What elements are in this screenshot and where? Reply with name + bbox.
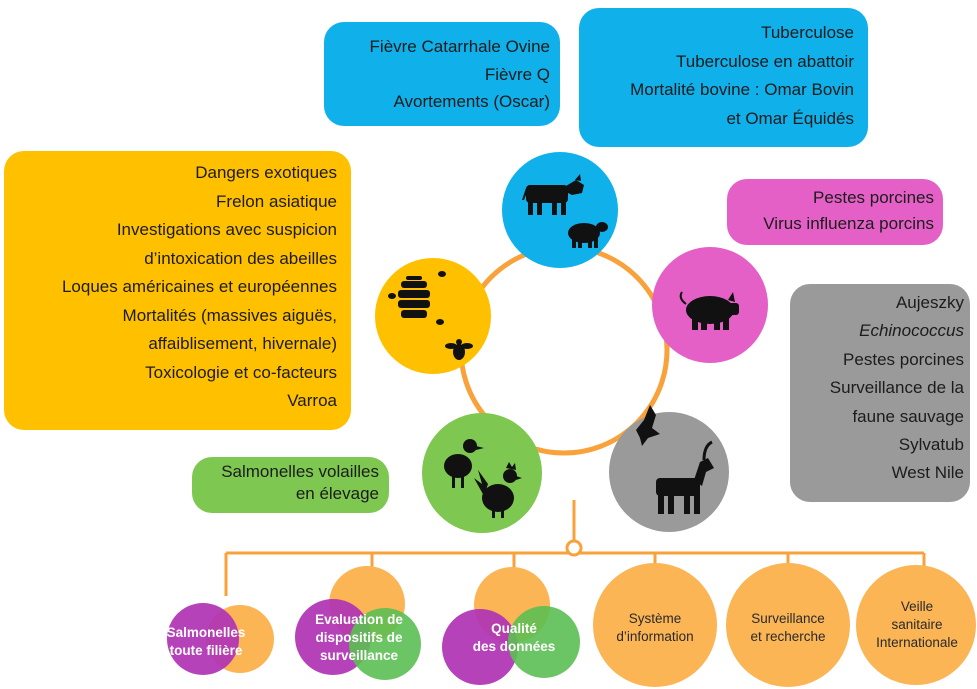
box-line: Frelon asiatique — [216, 191, 337, 211]
label-surveillance: Surveillance et recherche — [730, 610, 846, 646]
surveillance-circle — [726, 563, 850, 687]
box-line: Surveillance de la — [829, 378, 964, 398]
label-qualite: Qualité des données — [456, 620, 572, 656]
bee-icon — [388, 271, 473, 360]
evaluation-green-circle — [349, 608, 421, 680]
branch-node — [565, 539, 583, 557]
bird-icon — [636, 405, 660, 446]
box-line: Avortements (Oscar) — [393, 92, 550, 111]
qualite-purple-circle — [442, 609, 518, 685]
box-line: Echinococcus — [859, 321, 964, 341]
label-salmonelles: Salmonelles toute filière — [158, 624, 254, 660]
box-ruminants-bovine: Tuberculose Tuberculose en abattoir Mort… — [579, 8, 868, 147]
systeme-circle — [593, 563, 717, 687]
veille-circle — [856, 565, 976, 685]
box-line: Varroa — [287, 391, 337, 410]
box-line: affaiblisement, hivernale) — [148, 334, 337, 353]
label-systeme: Système d’information — [597, 610, 713, 646]
label-line: Internationale — [876, 635, 958, 650]
box-pigs: Pestes porcines Virus influenza porcins — [727, 179, 943, 245]
label-line: toute filière — [169, 643, 243, 658]
label-line: Qualité — [491, 621, 537, 636]
box-line: Tuberculose — [761, 23, 854, 42]
label-line: sanitaire — [891, 617, 943, 632]
label-line: des données — [472, 639, 556, 654]
label-line: dispositifs de — [315, 630, 403, 645]
box-line: Toxicologie et co-facteurs — [145, 362, 337, 382]
rooster-icon — [474, 462, 522, 518]
box-line: faune sauvage — [852, 406, 964, 426]
box-line: Pestes porcines — [843, 349, 964, 369]
pig-icon — [679, 291, 739, 330]
label-line: surveillance — [319, 648, 399, 663]
goat-icon — [656, 440, 714, 514]
box-line: Salmonelles volailles — [221, 462, 379, 481]
bees-circle — [375, 258, 491, 374]
label-line: Surveillance — [751, 611, 825, 626]
label-evaluation: Evaluation de dispositifs de surveillanc… — [304, 611, 414, 665]
label-line: d’information — [616, 629, 694, 644]
label-line: Salmonelles — [166, 625, 246, 640]
label-line: et recherche — [750, 629, 826, 644]
box-line: Pestes porcines — [813, 188, 934, 207]
box-line: Mortalités (massives aiguës, — [122, 305, 337, 325]
box-line: Aujeszky — [895, 293, 964, 312]
cow-icon — [522, 174, 584, 215]
poultry-circle — [422, 413, 542, 533]
box-line: Investigations avec suspicion — [116, 220, 337, 239]
box-line: d’intoxication des abeilles — [144, 248, 337, 268]
chick-icon — [444, 439, 484, 488]
box-line: et Omar Équidés — [726, 108, 854, 128]
box-line: Mortalité bovine : Omar Bovin — [630, 80, 854, 99]
qualite-green-circle — [508, 606, 580, 678]
label-line: Evaluation de — [315, 612, 403, 627]
box-wildlife: Aujeszky Echinococcus Pestes porcines Su… — [790, 284, 970, 502]
box-poultry: Salmonelles volailles en élevage — [192, 457, 389, 513]
beehive-icon — [398, 276, 430, 318]
sheep-icon — [568, 222, 608, 248]
label-line: Veille — [900, 599, 934, 614]
label-veille: Veille sanitaire Internationale — [862, 598, 972, 652]
box-bees: Dangers exotiques Frelon asiatique Inves… — [4, 151, 351, 430]
box-line: Loques américaines et européennes — [61, 277, 337, 296]
salmonelles-purple-circle — [167, 603, 239, 675]
box-ruminants-small: Fièvre Catarrhale Ovine Fièvre Q Avortem… — [324, 22, 560, 126]
box-line: West Nile — [891, 463, 964, 483]
box-line: Dangers exotiques — [195, 163, 337, 182]
box-line: Virus influenza porcins — [763, 214, 934, 233]
box-line: Tuberculose en abattoir — [676, 51, 854, 71]
box-line: Sylvatub — [898, 435, 964, 455]
box-line: Fièvre Q — [484, 64, 550, 84]
label-line: Système — [628, 611, 682, 626]
ruminants-circle — [502, 152, 618, 268]
box-line: en élevage — [295, 484, 379, 503]
box-line: Fièvre Catarrhale Ovine — [369, 37, 550, 56]
